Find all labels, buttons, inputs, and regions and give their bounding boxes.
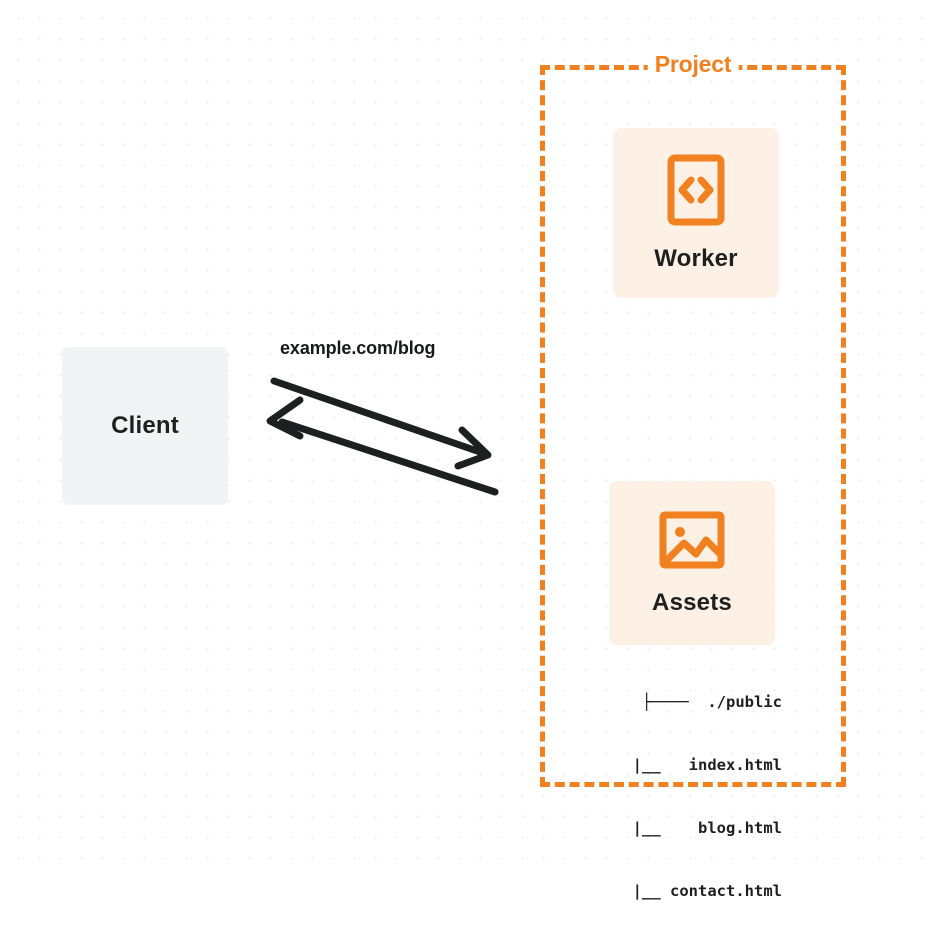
tree-line-blog: |__ blog.html bbox=[595, 819, 782, 837]
request-url-label: example.com/blog bbox=[280, 338, 436, 358]
arrow-project-to-client bbox=[266, 396, 499, 496]
tree-line-root: ├──── ./public bbox=[642, 693, 782, 711]
tree-line-index: |__ index.html bbox=[595, 756, 782, 774]
tree-line-contact: |__ contact.html bbox=[595, 882, 782, 900]
assets-node[interactable]: Assets bbox=[609, 481, 775, 645]
project-boundary: Project bbox=[540, 51, 846, 787]
assets-label: Assets bbox=[652, 588, 732, 616]
assets-file-tree: ├──── ./public |__ index.html |__ blog.h… bbox=[560, 650, 782, 944]
diagram-canvas: Client example.com/blog Project Worker bbox=[0, 0, 938, 900]
image-picture-icon bbox=[659, 510, 725, 575]
code-file-icon bbox=[667, 154, 725, 231]
worker-node[interactable]: Worker bbox=[613, 128, 779, 298]
arrow-client-to-project bbox=[270, 377, 492, 470]
project-label: Project bbox=[647, 51, 739, 78]
client-node[interactable]: Client bbox=[62, 347, 228, 505]
worker-label: Worker bbox=[654, 244, 738, 272]
client-label: Client bbox=[111, 412, 179, 439]
